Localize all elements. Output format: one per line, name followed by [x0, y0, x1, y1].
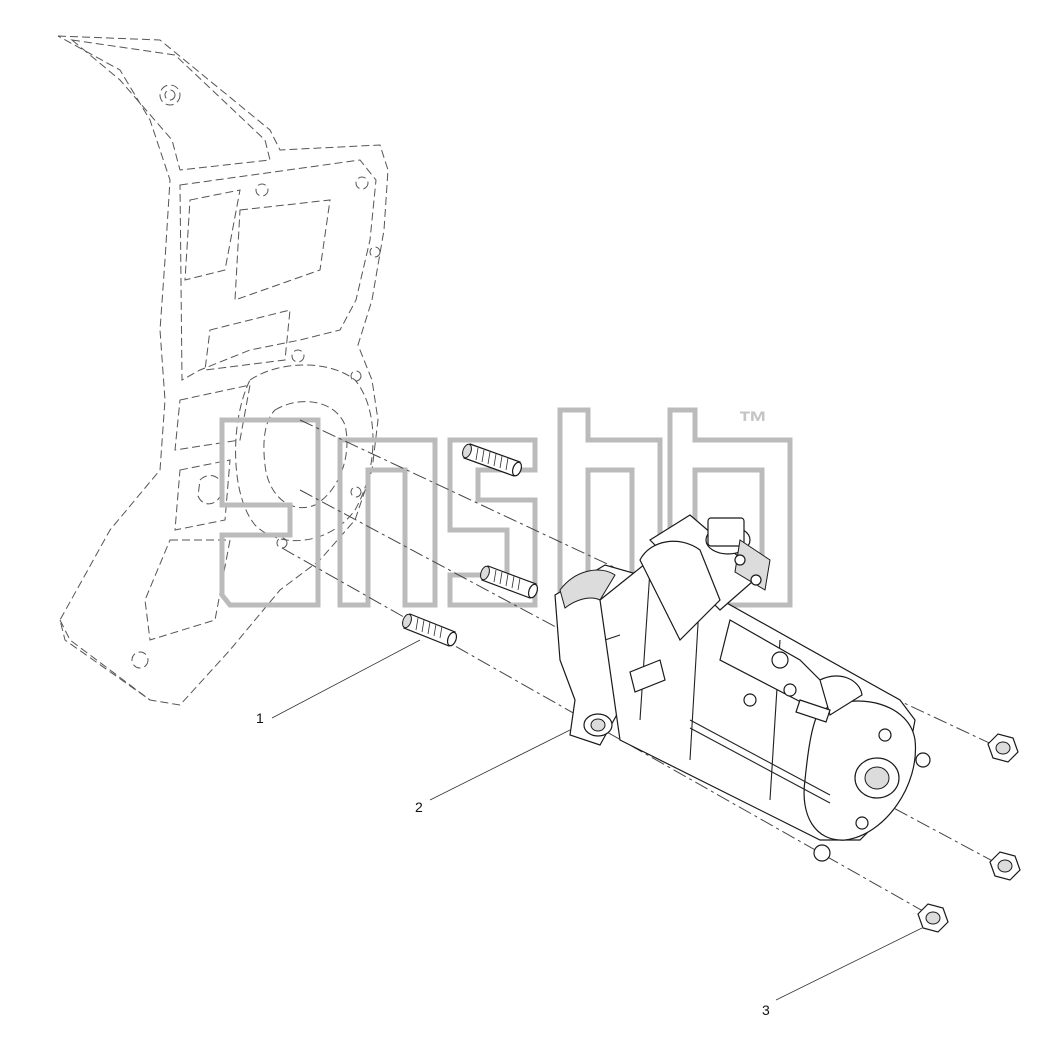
callout-2-label: 2 — [415, 799, 423, 815]
callout-2: 2 — [415, 729, 571, 815]
stud-middle — [480, 565, 539, 599]
callout-3-label: 3 — [762, 1002, 770, 1018]
trademark-symbol: ™ — [738, 406, 768, 439]
stud-lower — [402, 613, 458, 647]
stud-upper — [462, 443, 523, 477]
callout-1: 1 — [256, 639, 421, 726]
nut-upper — [987, 733, 1019, 763]
nut-middle — [989, 851, 1021, 881]
callout-3: 3 — [762, 927, 923, 1018]
nut-lower — [917, 903, 949, 933]
engine-housing-phantom — [57, 35, 389, 706]
starter-motor — [554, 514, 931, 862]
callout-1-label: 1 — [256, 710, 264, 726]
